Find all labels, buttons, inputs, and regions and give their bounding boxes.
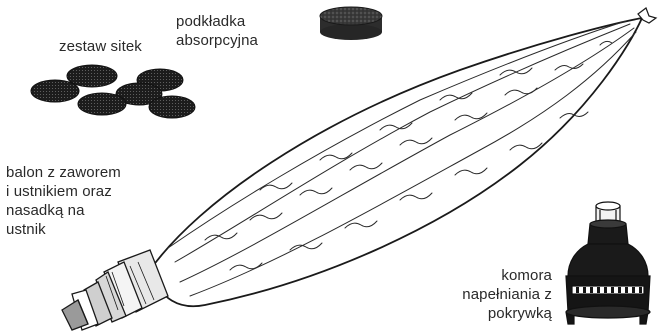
filling-chamber-label-line-1: komora	[462, 266, 552, 285]
balloon-label-line-2: i ustnikiem oraz	[6, 182, 121, 201]
filling-chamber-label-line-3: pokrywką	[462, 304, 552, 323]
filling-chamber-label: komora napełniania z pokrywką	[462, 266, 552, 323]
balloon-label: balon z zaworem i ustnikiem oraz nasadką…	[6, 163, 121, 239]
absorbent-pad-label-line-2: absorpcyjna	[176, 31, 258, 50]
balloon-label-line-3: nasadką na	[6, 201, 121, 220]
sieve-set-label-line-1: zestaw sitek	[59, 37, 142, 56]
balloon-label-line-4: ustnik	[6, 220, 121, 239]
balloon-label-line-1: balon z zaworem	[6, 163, 121, 182]
sieve-set-icon	[31, 65, 195, 118]
filling-chamber-icon	[566, 202, 650, 324]
absorbent-pad-label-line-1: podkładka	[176, 12, 258, 31]
absorbent-pad-label: podkładka absorpcyjna	[176, 12, 258, 50]
sieve-set-label: zestaw sitek	[59, 37, 142, 56]
absorbent-pad-icon	[320, 7, 382, 40]
filling-chamber-label-line-2: napełniania z	[462, 285, 552, 304]
